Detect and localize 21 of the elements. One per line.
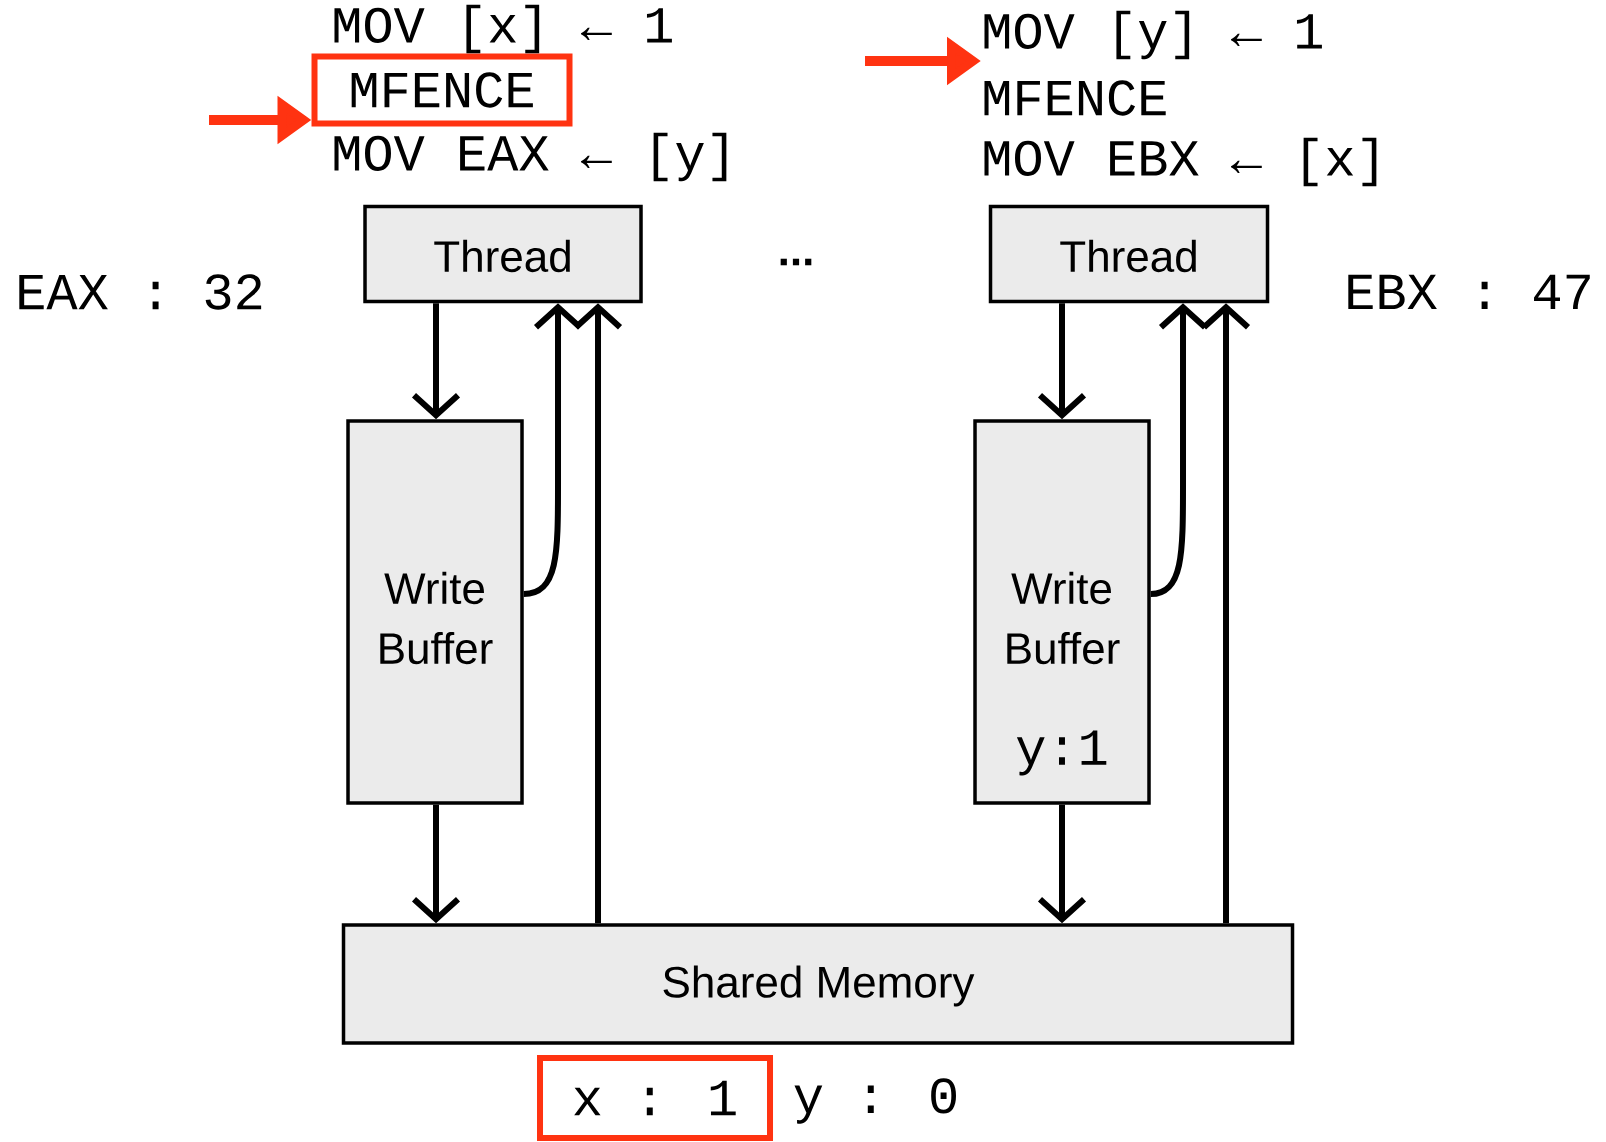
arrow	[1202, 303, 1251, 924]
arrow	[574, 303, 623, 924]
arrow	[412, 804, 461, 924]
code-line: MOV [x] ← 1	[334, 4, 672, 54]
arrow	[412, 303, 461, 420]
code-line: MOV [y] ← 1	[984, 10, 1322, 60]
memory-value: y : 0	[794, 1078, 956, 1124]
register-value: EBX : 47	[1348, 274, 1590, 310]
arrow	[1038, 303, 1087, 420]
process-box: Write Buffer y:1	[973, 419, 1151, 805]
process-box: Thread	[988, 204, 1270, 304]
code-line: MFENCE	[984, 80, 1166, 116]
process-box: Write Buffer	[346, 419, 524, 805]
ellipsis: ...	[780, 258, 812, 266]
code-line: MOV EAX ← [y]	[334, 132, 727, 182]
register-value: EAX : 32	[19, 274, 262, 310]
arrow	[1038, 804, 1087, 924]
process-box: Shared Memory	[341, 923, 1295, 1045]
highlight-box: x : 1	[537, 1055, 773, 1141]
process-box: Thread	[363, 204, 643, 304]
highlight-box: MFENCE	[311, 53, 573, 127]
